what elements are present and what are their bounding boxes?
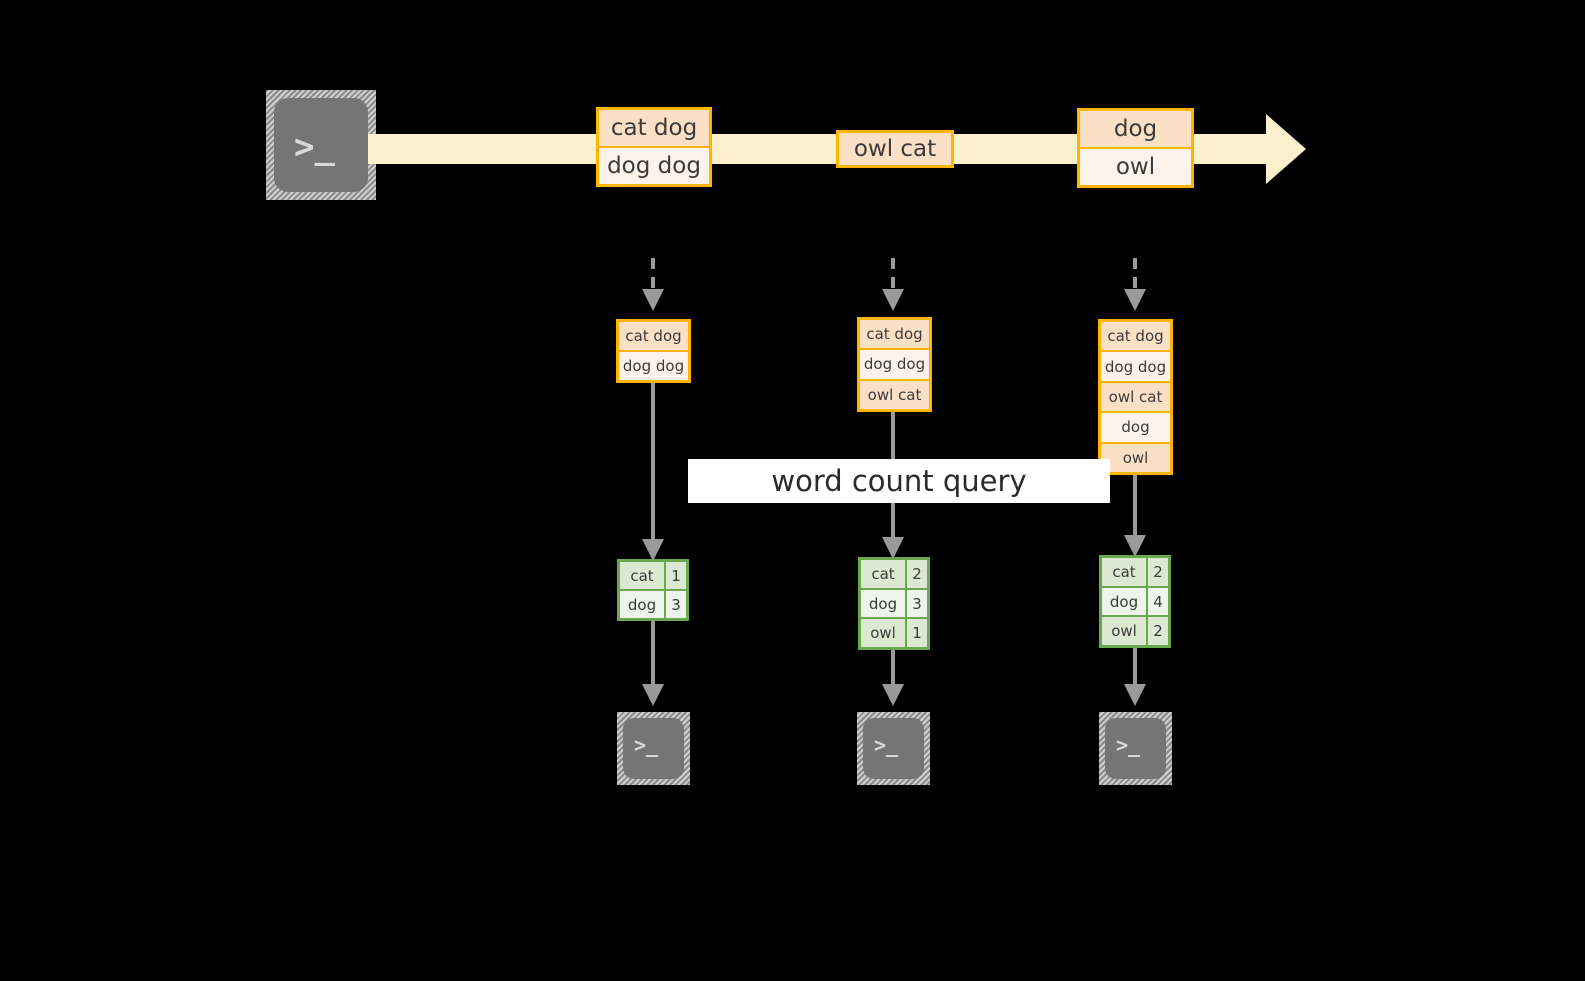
log-snapshot-1: cat dog dog dog [616, 319, 691, 383]
result-word: cat [861, 560, 905, 588]
table-row: dog 3 [861, 587, 927, 618]
stream-record-2: owl cat [836, 130, 954, 168]
result-table-2: cat 2 dog 3 owl 1 [858, 557, 930, 650]
record-line: cat dog [599, 110, 709, 146]
result-word: cat [1102, 558, 1146, 586]
result-word: owl [861, 619, 905, 647]
terminal-screen: >_ [274, 98, 368, 192]
snapshot-to-result-arrowhead-3 [1124, 535, 1146, 557]
stream-to-snapshot-arrowhead-1 [642, 289, 664, 311]
stream-to-snapshot-connector-1 [651, 258, 655, 292]
result-count: 2 [1146, 617, 1168, 645]
record-line: dog [1080, 111, 1191, 147]
result-to-sink-connector-2 [891, 650, 895, 692]
result-count: 4 [1146, 587, 1168, 616]
result-count: 1 [905, 619, 927, 647]
result-word: dog [861, 589, 905, 618]
snapshot-line: owl [1101, 441, 1170, 472]
terminal-prompt-glyph: >_ [1116, 733, 1141, 757]
snapshot-to-result-arrowhead-2 [882, 537, 904, 559]
stream-to-snapshot-connector-3 [1133, 258, 1137, 292]
snapshot-line: owl cat [1101, 380, 1170, 412]
terminal-screen: >_ [1105, 718, 1166, 779]
snapshot-to-result-connector-3 [1133, 475, 1137, 545]
terminal-screen: >_ [863, 718, 924, 779]
snapshot-line: cat dog [860, 320, 929, 349]
snapshot-line: dog dog [1101, 350, 1170, 381]
terminal-prompt-glyph: >_ [874, 733, 899, 757]
stream-to-snapshot-arrowhead-3 [1124, 289, 1146, 311]
result-table-3: cat 2 dog 4 owl 2 [1099, 555, 1171, 648]
query-label: word count query [688, 459, 1110, 503]
result-count: 3 [905, 589, 927, 618]
snapshot-line: dog [1101, 411, 1170, 442]
snapshot-to-result-connector-1 [651, 383, 655, 548]
log-snapshot-3: cat dog dog dog owl cat dog owl [1098, 319, 1173, 475]
table-row: owl 2 [1102, 615, 1168, 645]
table-row: dog 4 [1102, 585, 1168, 616]
result-to-sink-arrowhead-1 [642, 684, 664, 706]
result-count: 1 [664, 562, 686, 589]
log-snapshot-2: cat dog dog dog owl cat [857, 317, 932, 412]
record-line: owl [1080, 147, 1191, 185]
record-line: owl cat [839, 133, 951, 165]
terminal-prompt-glyph: >_ [634, 733, 659, 757]
snapshot-line: owl cat [860, 378, 929, 409]
result-to-sink-arrowhead-2 [882, 684, 904, 706]
result-to-sink-connector-1 [651, 621, 655, 691]
result-count: 2 [1146, 558, 1168, 586]
result-count: 3 [664, 591, 686, 618]
result-word: dog [1102, 587, 1146, 616]
result-count: 2 [905, 560, 927, 588]
stream-to-snapshot-arrowhead-2 [882, 289, 904, 311]
record-line: dog dog [599, 146, 709, 184]
snapshot-to-result-arrowhead-1 [642, 539, 664, 561]
terminal-icon-consumer-2: >_ [857, 712, 930, 785]
terminal-prompt-glyph: >_ [294, 127, 335, 167]
table-row: dog 3 [620, 589, 686, 618]
event-stream-arrowhead [1266, 114, 1306, 184]
table-row: owl 1 [861, 617, 927, 647]
stream-to-snapshot-connector-2 [891, 258, 895, 292]
table-row: cat 2 [861, 560, 927, 588]
result-word: dog [620, 591, 664, 618]
terminal-screen: >_ [623, 718, 684, 779]
snapshot-line: dog dog [860, 348, 929, 379]
result-table-1: cat 1 dog 3 [617, 559, 689, 621]
snapshot-line: cat dog [619, 322, 688, 350]
result-to-sink-connector-3 [1133, 648, 1137, 692]
table-row: cat 1 [620, 562, 686, 589]
terminal-icon-consumer-3: >_ [1099, 712, 1172, 785]
stream-record-1: cat dog dog dog [596, 107, 712, 187]
result-word: cat [620, 562, 664, 589]
stream-record-3: dog owl [1077, 108, 1194, 188]
result-word: owl [1102, 617, 1146, 645]
snapshot-line: dog dog [619, 350, 688, 380]
terminal-icon-consumer-1: >_ [617, 712, 690, 785]
terminal-icon-producer: >_ [266, 90, 376, 200]
result-to-sink-arrowhead-3 [1124, 684, 1146, 706]
table-row: cat 2 [1102, 558, 1168, 586]
snapshot-line: cat dog [1101, 322, 1170, 351]
